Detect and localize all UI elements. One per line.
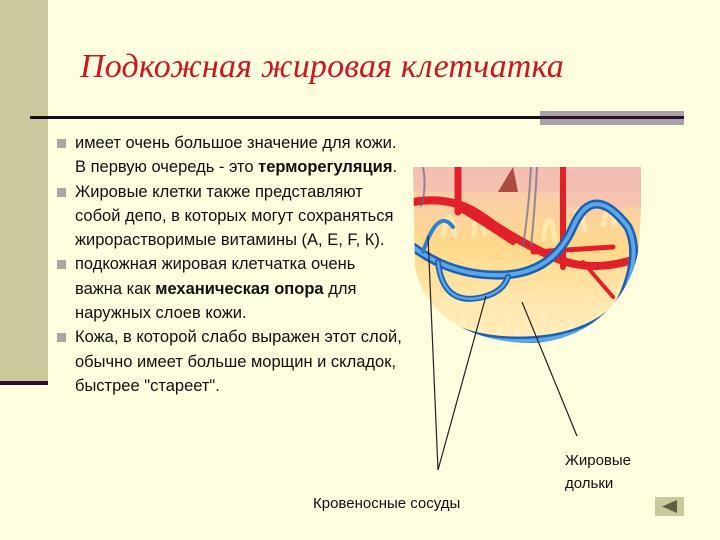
- bullet-emphasis: терморегуляция: [258, 158, 393, 177]
- bullet-text: Жировые клетки также представляют собой …: [75, 182, 394, 250]
- bullet-text: имеет очень большое значение для кожи. В…: [75, 134, 397, 177]
- sidebar-decoration-edge: [0, 381, 48, 385]
- label-fat-lobules: Жировые дольки: [565, 449, 631, 495]
- bullet-text: подкожная жировая клетчатка очень важна …: [75, 255, 356, 298]
- square-bullet-icon: [57, 187, 66, 197]
- previous-slide-button[interactable]: [655, 497, 684, 516]
- square-bullet-icon: [57, 260, 66, 270]
- label-fat-lobules-line2: дольки: [565, 475, 614, 492]
- slide-title: Подкожная жировая клетчатка: [80, 48, 565, 85]
- label-fat-lobules-line1: Жировые: [565, 452, 632, 469]
- bullet-text-tail: для наружных слоев кожи.: [75, 279, 357, 323]
- label-blood-vessels: Кровеносные сосуды: [313, 495, 461, 512]
- bullet-item: Кожа, в которой слабо выражен этот слой,…: [57, 325, 402, 398]
- square-bullet-icon: [57, 333, 66, 343]
- square-bullet-icon: [57, 139, 66, 148]
- bullet-text: Кожа, в которой слабо выражен этот слой,…: [75, 328, 402, 395]
- bullet-item: Жировые клетки также представляют собой …: [57, 180, 402, 253]
- bullet-item: имеет очень большое значение для кожи. В…: [57, 131, 402, 180]
- bullet-text-tail: .: [392, 158, 398, 177]
- bullet-list: имеет очень большое значение для кожи. В…: [57, 131, 402, 398]
- title-divider-accent-line: [540, 116, 684, 119]
- skin-subcutaneous-illustration: [413, 167, 641, 343]
- triangle-left-icon: [662, 500, 677, 513]
- sidebar-decoration: [0, 0, 48, 383]
- bullet-emphasis: механическая опора: [155, 279, 324, 298]
- bullet-item: подкожная жировая клетчатка очень важна …: [57, 252, 402, 325]
- title-divider: [30, 116, 684, 119]
